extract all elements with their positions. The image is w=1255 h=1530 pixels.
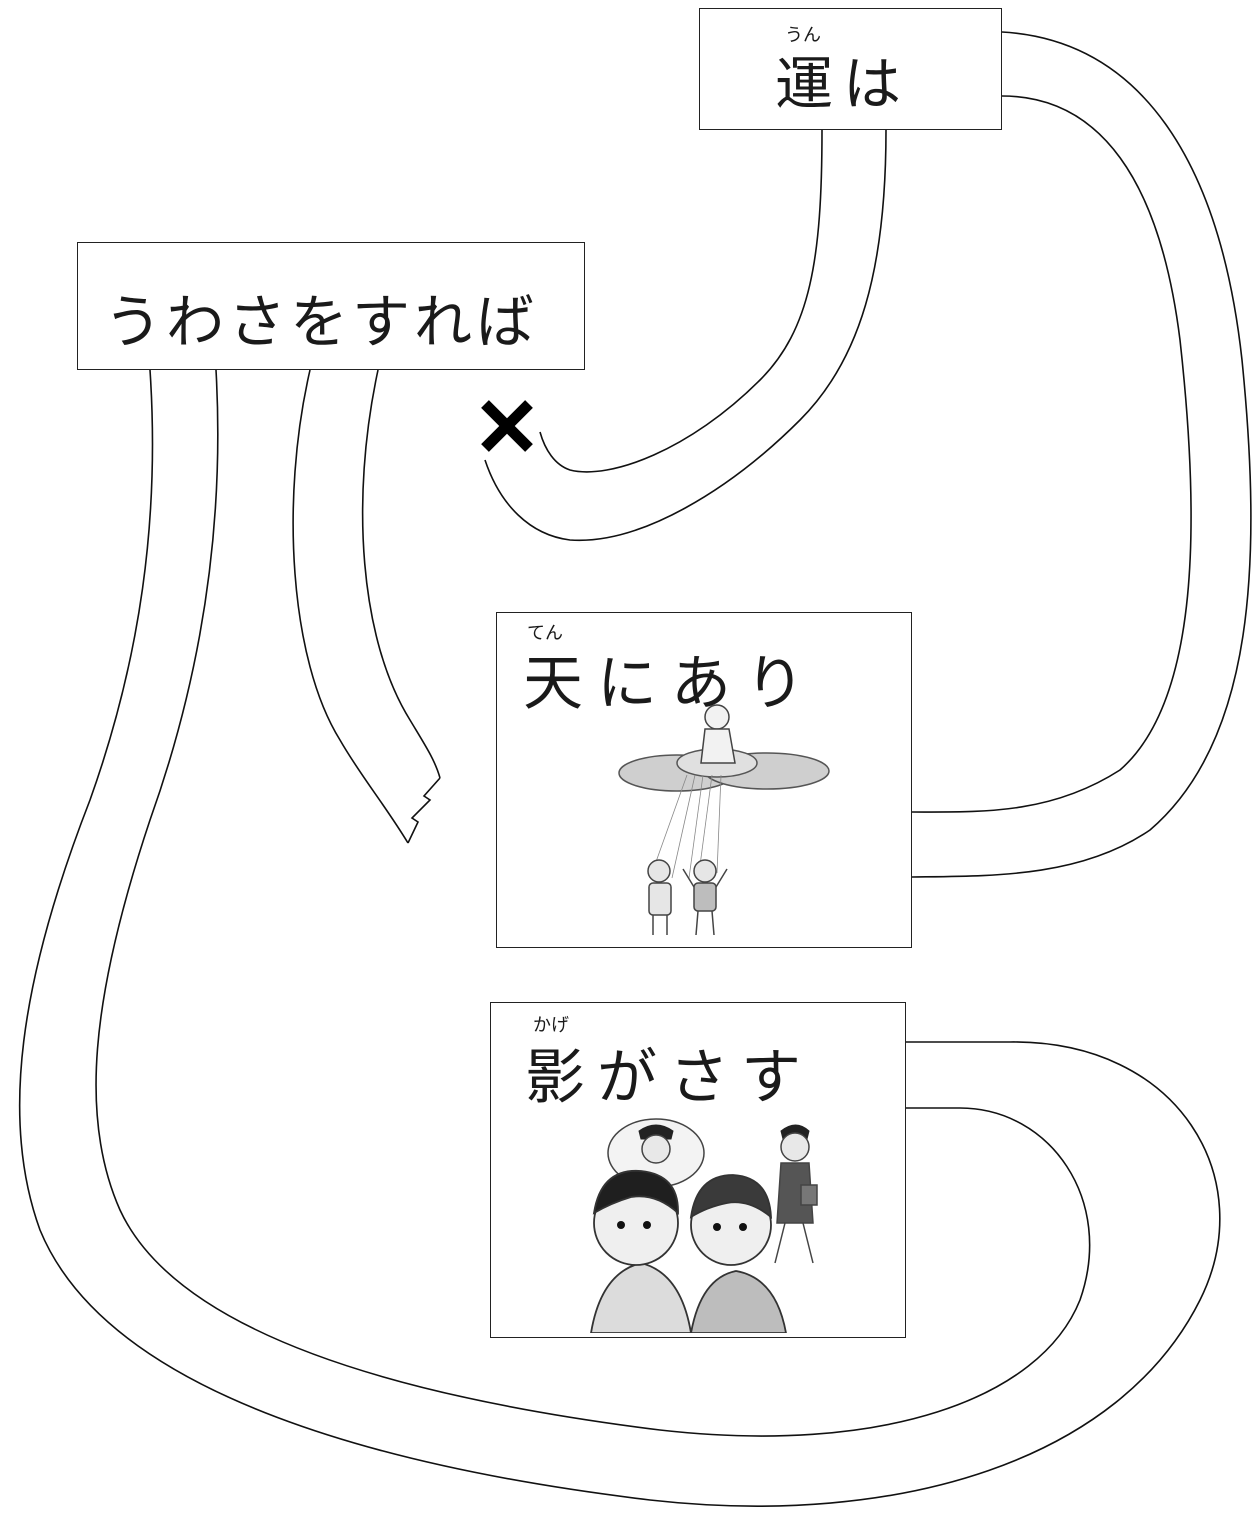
phrase-ten: 天にあり [523, 649, 819, 719]
path-un-to-ten-inner [911, 95, 1192, 813]
ruby-kage: かげ [533, 1015, 569, 1036]
card-ten: てん 天にあり [496, 612, 912, 948]
phrase-un: 運は [775, 50, 912, 118]
card-kage: かげ 影がさす [490, 1002, 906, 1338]
phrase-uwasa: うわさをすれば [104, 288, 539, 356]
path-uwasa-to-kage-outer [18, 369, 1221, 1507]
path-uwasa-to-broken-inner [361, 369, 441, 779]
puppeteer-in-clouds-illustration [618, 704, 830, 936]
path-un-to-ten-outer [911, 31, 1252, 878]
ruby-un: うん [785, 25, 821, 46]
gossiping-girls-illustration [590, 1118, 818, 1333]
ruby-ten: てん [527, 623, 563, 644]
x-mark-icon [481, 400, 533, 452]
path-un-to-deadend-outer [539, 129, 823, 473]
path-uwasa-to-kage-inner [95, 369, 1091, 1437]
phrase-kage: 影がさす [525, 1043, 813, 1113]
broken-end-zigzag [407, 777, 441, 844]
card-uwasa: うわさをすれば [77, 242, 585, 370]
path-un-to-deadend-inner [484, 129, 887, 542]
card-un: うん 運は [699, 8, 1002, 130]
path-uwasa-to-broken-outer [292, 369, 409, 844]
